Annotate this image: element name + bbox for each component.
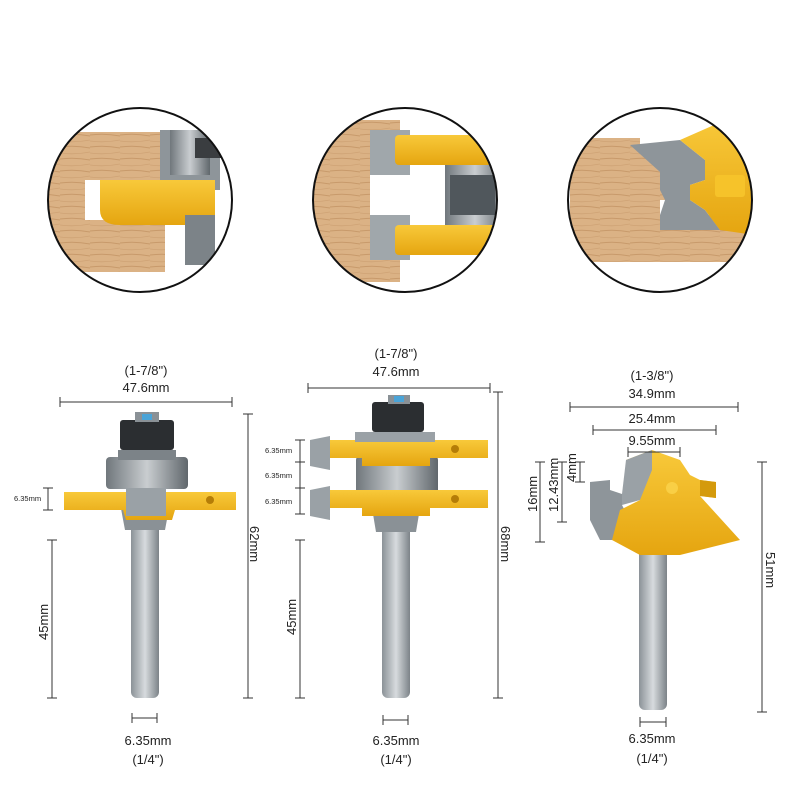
bit1-shank-fraction: (1/4") — [132, 752, 164, 767]
bit3-shank-mm: 6.35mm — [628, 731, 676, 746]
bit2-shank-length: 45mm — [284, 598, 299, 635]
bit2-width-mm: 47.6mm — [372, 364, 420, 379]
lock-miter-router-bit — [590, 450, 740, 710]
bit3-width-inner: 9.55mm — [628, 433, 676, 448]
bit2-dim-bot: 6.35mm — [265, 497, 293, 506]
bit3-width-mm: 34.9mm — [628, 386, 676, 401]
tongue-router-bit — [64, 412, 236, 698]
bit2-dim-top: 6.35mm — [265, 446, 293, 455]
bit3-height-inner: 4mm — [564, 453, 579, 482]
bit1-width-fraction: (1-7/8") — [124, 363, 168, 378]
bit3-shank-fraction: (1/4") — [636, 751, 668, 766]
bit2-total-length: 68mm — [498, 526, 513, 563]
bit1-width-mm: 47.6mm — [122, 380, 170, 395]
bit3-total-length: 51mm — [763, 552, 778, 589]
bit1-cutter-thickness: 6.35mm — [14, 494, 42, 503]
dimension-lines — [43, 383, 767, 727]
bit1-total-length: 62mm — [247, 526, 262, 563]
bit2-width-fraction: (1-7/8") — [374, 346, 418, 361]
bit2-shank-mm: 6.35mm — [372, 733, 420, 748]
bit1-shank-length: 45mm — [36, 603, 51, 640]
bit2-shank-fraction: (1/4") — [380, 752, 412, 767]
groove-cut-closeup — [312, 107, 498, 293]
bit2-dim-mid: 6.35mm — [265, 471, 293, 480]
bit1-shank-mm: 6.35mm — [124, 733, 172, 748]
bit3-width-mid: 25.4mm — [628, 411, 676, 426]
bit3-height-mid: 12.43mm — [546, 457, 561, 512]
tongue-cut-closeup — [47, 107, 233, 293]
bit3-height-outer: 16mm — [525, 475, 540, 512]
bit3-width-fraction: (1-3/8") — [630, 368, 674, 383]
groove-router-bit — [310, 395, 488, 698]
lock-miter-closeup — [567, 107, 753, 293]
